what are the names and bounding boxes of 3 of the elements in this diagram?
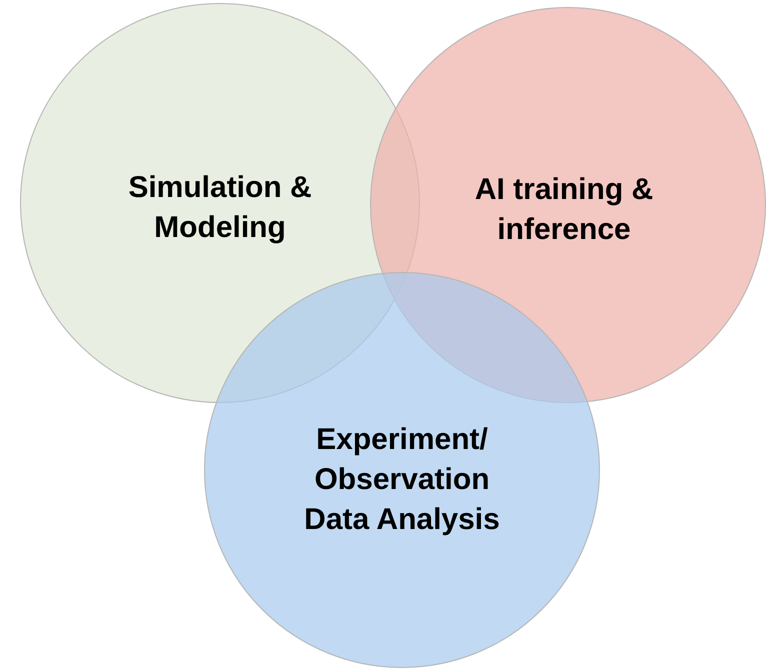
circle-label: Experiment/ Observation Data Analysis — [303, 422, 501, 538]
circle-label: AI training & inference — [474, 172, 654, 248]
circle-label: Simulation & Modeling — [127, 170, 313, 246]
